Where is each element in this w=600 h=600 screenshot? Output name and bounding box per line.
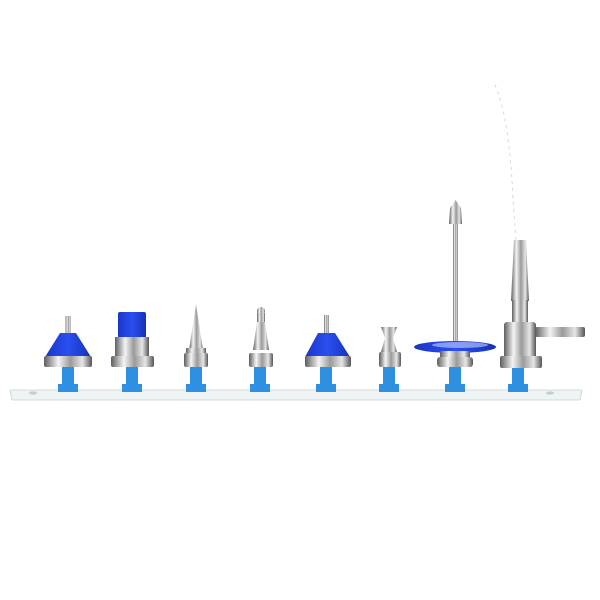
nozzle-5 [305, 315, 351, 367]
nozzle-1 [44, 316, 92, 367]
peg-1 [58, 366, 78, 392]
nozzle-6 [379, 327, 401, 367]
peg-7 [445, 366, 465, 392]
mounting-rail [9, 389, 583, 401]
nozzle-4 [249, 307, 273, 367]
peg-6 [379, 366, 399, 392]
nozzle-3 [184, 304, 208, 367]
nozzle-8 [500, 240, 585, 368]
nozzle-2 [111, 312, 154, 367]
wire [494, 84, 517, 241]
peg-3 [186, 366, 206, 392]
nozzle-7 [414, 200, 496, 367]
peg-4 [250, 366, 270, 392]
peg-2 [122, 366, 142, 392]
peg-8 [508, 366, 528, 392]
peg-5 [316, 366, 336, 392]
